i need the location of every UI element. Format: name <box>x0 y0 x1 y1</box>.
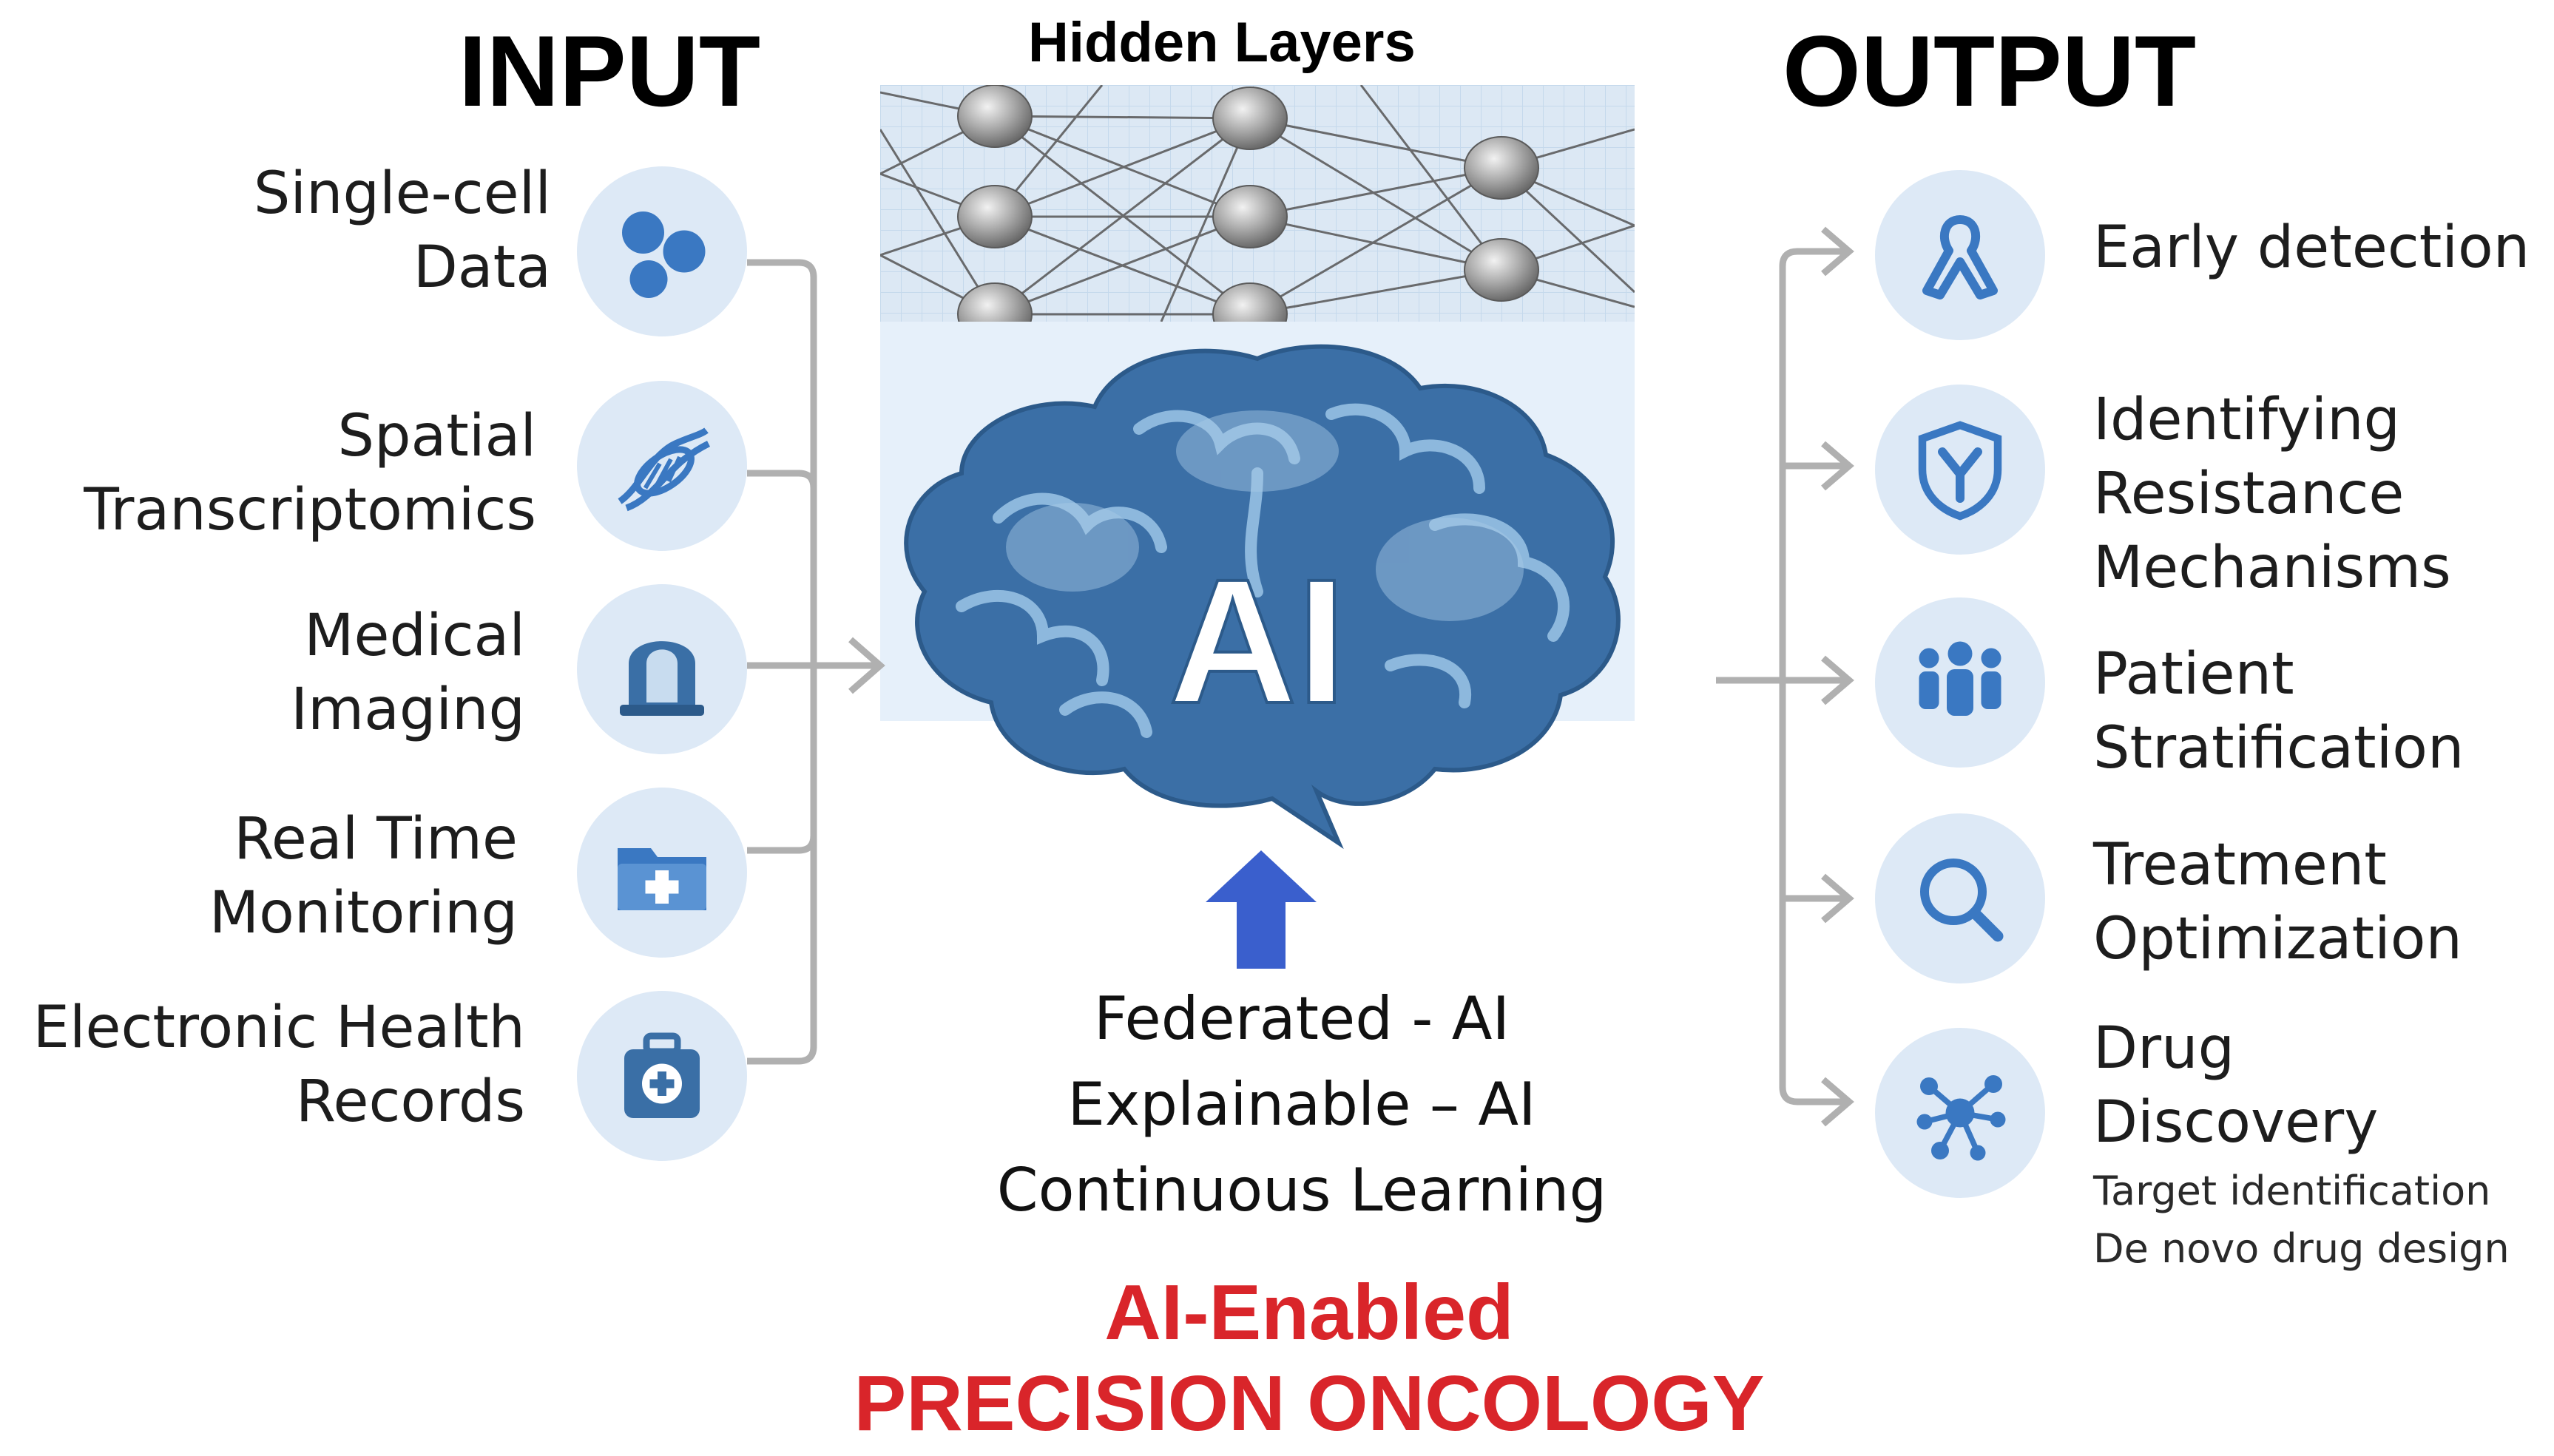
output-icon-treatment <box>1875 813 2045 983</box>
hidden-layers-network <box>880 85 1635 322</box>
output-icon-resistance <box>1875 385 2045 555</box>
molecule-icon <box>1916 1075 2006 1161</box>
output-icon-drug-discovery <box>1875 1028 2045 1198</box>
center-note-federated: Federated - AI <box>1093 984 1510 1053</box>
input-icon-monitoring <box>577 788 747 958</box>
center-note-explainable: Explainable – AI <box>1067 1070 1536 1139</box>
scanner-icon <box>620 641 704 716</box>
input-icon-ehr <box>577 991 747 1161</box>
medical-kit-icon <box>624 1032 700 1118</box>
input-heading: INPUT <box>459 15 760 127</box>
title-line-1: AI-Enabled <box>1104 1269 1514 1356</box>
medical-folder-icon <box>618 848 706 910</box>
title-line-2: PRECISION ONCOLOGY <box>854 1360 1765 1447</box>
input-icon-imaging <box>577 584 747 754</box>
hidden-layers-heading: Hidden Layers <box>1028 11 1416 74</box>
input-connectors <box>747 259 885 1065</box>
ribbon-icon <box>1922 215 1998 299</box>
input-icon-single-cell <box>577 166 747 336</box>
brain-ai-label: AI <box>1169 542 1346 740</box>
input-icon-spatial <box>577 381 747 551</box>
magnifier-icon <box>1920 859 2004 942</box>
brain-illustration: AI <box>904 344 1621 850</box>
output-label-early-detection: Early detection <box>2093 214 2530 281</box>
dna-icon <box>618 427 711 512</box>
output-heading: OUTPUT <box>1783 15 2197 127</box>
antibody-shield-icon <box>1918 421 2002 521</box>
output-connectors <box>1716 226 1854 1127</box>
people-group-icon <box>1919 641 2001 716</box>
up-arrow <box>1206 850 1317 969</box>
cells-icon <box>622 211 706 298</box>
output-icon-early-detection <box>1875 170 2045 340</box>
output-icon-stratification <box>1875 597 2045 768</box>
center-note-continuous: Continuous Learning <box>996 1156 1607 1225</box>
